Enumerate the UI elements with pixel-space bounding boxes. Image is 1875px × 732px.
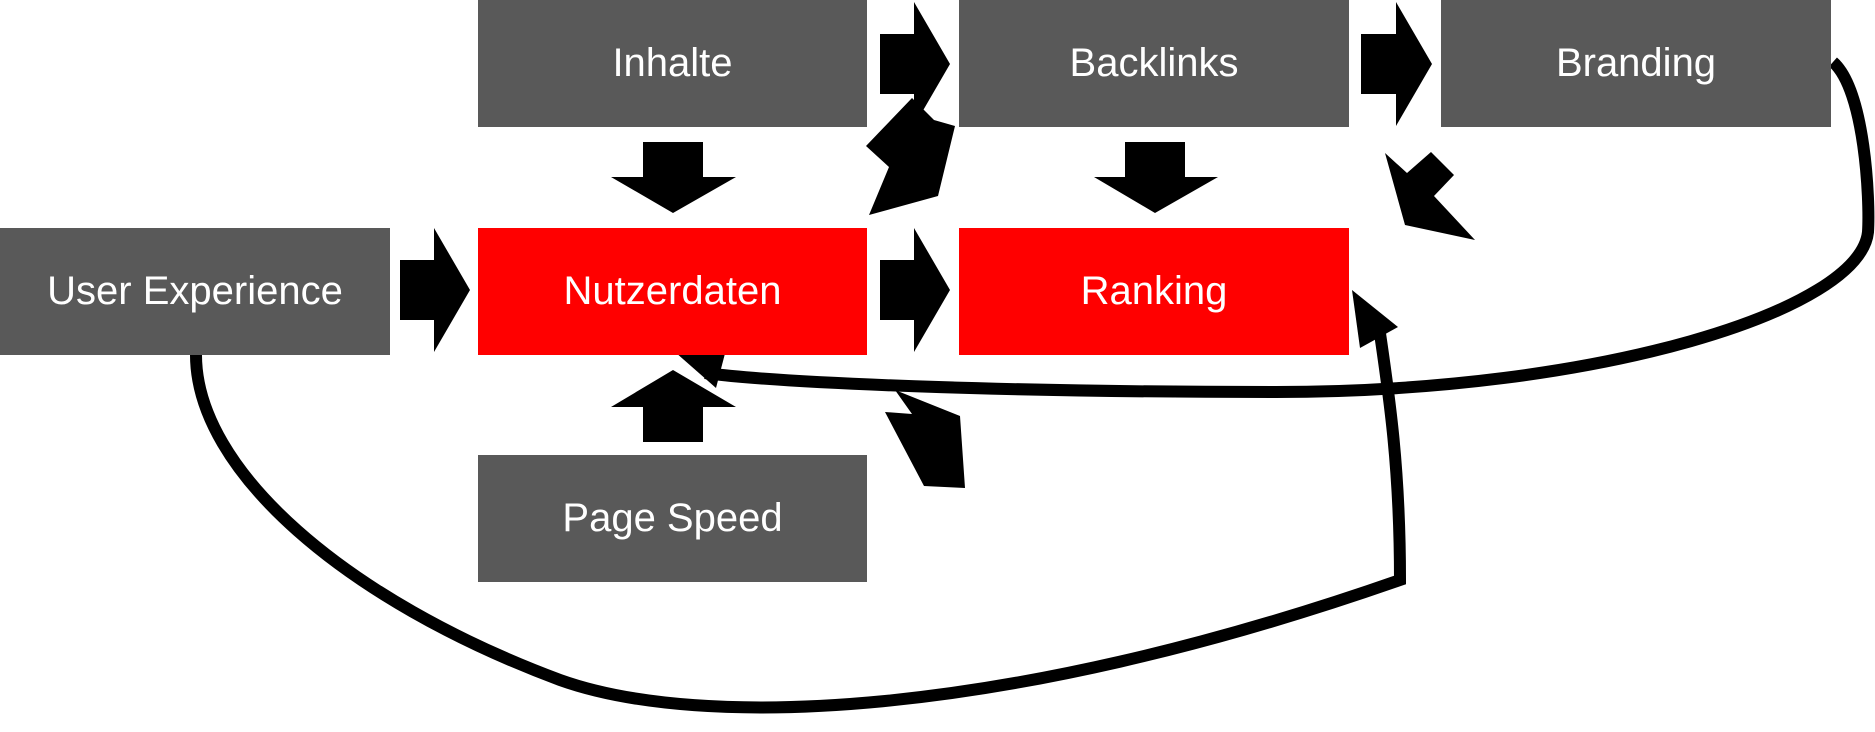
node-user-experience-label: User Experience (47, 269, 343, 313)
arrowhead-userexp-ranking (1352, 290, 1398, 348)
node-nutzerdaten: Nutzerdaten (478, 228, 867, 355)
node-inhalte-label: Inhalte (612, 41, 733, 85)
node-page-speed: Page Speed (478, 455, 867, 582)
arrow-pagespeed-nutzerdaten (611, 370, 736, 442)
node-nutzerdaten-label: Nutzerdaten (563, 269, 782, 313)
node-inhalte: Inhalte (478, 0, 867, 127)
arrow-backlinks-ranking (1094, 142, 1218, 213)
node-branding: Branding (1441, 0, 1831, 127)
node-ranking-label: Ranking (1080, 269, 1228, 313)
node-ranking: Ranking (959, 228, 1349, 355)
connector-userexp-ranking (190, 319, 1407, 714)
node-user-experience: User Experience (0, 228, 390, 355)
arrow-branding-ranking (1385, 152, 1475, 240)
arrow-inhalte-backlinks (880, 2, 950, 126)
arrow-userexp-nutzerdaten (400, 228, 470, 352)
arrow-backlinks-branding (1361, 2, 1432, 126)
node-page-speed-label: Page Speed (562, 496, 783, 540)
node-backlinks-label: Backlinks (1069, 41, 1239, 85)
arrow-nutzerdaten-ranking (880, 228, 950, 352)
arrow-pagespeed-ranking (885, 390, 965, 488)
connector-branding-nutzerdaten (704, 57, 1875, 399)
node-backlinks: Backlinks (959, 0, 1349, 127)
arrow-backlinks-nutzerdaten (866, 98, 955, 215)
arrow-inhalte-nutzerdaten (611, 142, 736, 213)
node-branding-label: Branding (1555, 41, 1717, 85)
